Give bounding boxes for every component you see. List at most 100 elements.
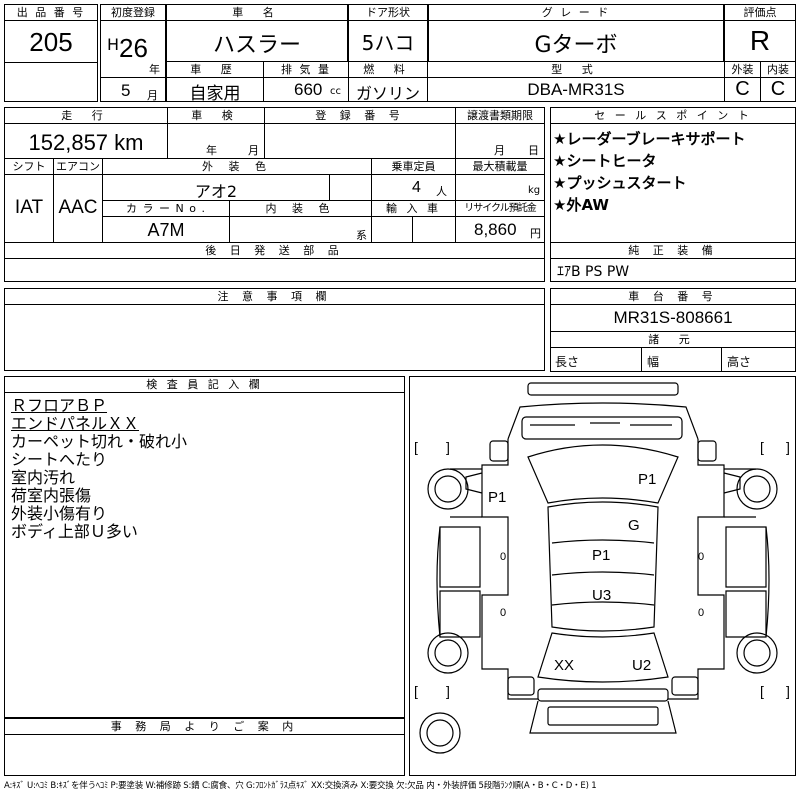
sales-point-item: ★プッシュスタート [553,174,687,192]
damage-xx: XX [554,657,575,674]
transfer-deadline-label: 譲渡書類期限 [456,108,544,124]
door-type-label: ドア形状 [349,5,427,21]
model-label: 型 式 [428,62,724,78]
model: DBA-MR31S [527,80,625,99]
door-type: 5ハコ [361,31,415,55]
bracket-left-2: [ [760,439,764,455]
damage-g: G [628,517,640,534]
left-body-side [481,439,538,700]
rear-left-light [507,676,535,696]
ac-box: エアコン AAC [53,158,103,243]
right-mirror [723,472,741,494]
recycle-unit: 円 [530,227,541,240]
inspector-note: カーペット切れ・破れ小 [11,432,188,451]
rear-right-wheel [736,632,778,674]
right-doors [724,468,767,638]
mileage-label: 走 行 [5,108,167,124]
car-diagram: [ ] [ ] [ ] [ ] P1 P1 G P1 U3 XX U2 0 0 … [409,376,796,776]
history-box: 車 歴 自家用 [166,61,264,102]
spec-length: 長さ [555,355,580,369]
bracket-left-4: [ [760,683,764,699]
interior-grade-label: 内装 [761,62,795,78]
inspector-box: 検 査 員 記 入 欄 ＲフロアＢＰ エンドパネルＸＸ カーペット切れ・破れ小 … [4,376,405,718]
transfer-month-unit: 月 [494,144,505,157]
grille-slats [530,422,672,426]
recycle-box: リサイクル預託金 8,860 円 [455,200,545,243]
inspector-note: ＲフロアＢＰ [11,396,108,415]
ac-label: エアコン [54,160,102,175]
history: 自家用 [189,84,241,102]
displacement-box: 排 気 量 660 cc [263,61,349,102]
bracket-left-3: [ [414,683,418,699]
transfer-deadline-box: 譲渡書類期限 月 日 [455,107,545,159]
displacement-label: 排 気 量 [264,62,348,78]
shift-box: シフト IAT [4,158,54,243]
inspector-note: シートへたり [11,450,108,469]
front-left-light [489,440,509,462]
front-right-light [697,440,717,462]
bracket-left-1: [ [414,439,418,455]
car-outline-svg [419,382,778,754]
equipment-label: 純 正 装 備 [551,243,795,259]
front-left-wheel [427,468,469,510]
damage-u3: U3 [592,587,612,604]
exterior-grade-box: 外装 C [724,61,761,102]
exterior-color-label: 外 装 色 [103,159,371,175]
inspector-note: エンドパネルＸＸ [11,414,140,433]
exterior-grade: C [735,78,750,100]
registration-month: 5 [121,81,131,100]
lot-number-box: 出 品 番 号 205 [4,4,98,102]
rear-left-wheel [427,632,469,674]
recycle-label: リサイクル預託金 [456,201,544,217]
registration-number-label: 登 録 番 号 [265,108,455,124]
car-name-label: 車 名 [167,5,347,21]
registration-month-unit: 月 [147,89,158,102]
first-registration-box: 初度登録 H 26 年 5 月 [100,4,166,102]
exterior-grade-label: 外装 [725,62,760,78]
grade-box: グ レ ー ド Gターボ [428,4,724,62]
max-load-unit: kg [528,185,541,196]
grade: Gターボ [534,33,618,58]
interior-grade-box: 内装 C [760,61,796,102]
inspector-note: 荷室内張傷 [11,486,92,505]
grade-label: グ レ ー ド [429,5,723,21]
exterior-color-box: 外 装 色 アオ2 [102,158,372,201]
interior-color-label: 内 装 色 [230,201,371,217]
notes-box: 注 意 事 項 欄 [4,288,545,371]
sales-point-item: ★レーダーブレーキサポート [553,130,746,148]
capacity-unit: 人 [436,185,447,198]
registration-year-unit: 年 [149,63,160,76]
sales-point-item: ★シートヒータ [553,152,657,170]
lot-number: 205 [29,27,73,57]
bracket-right-2: ] [786,439,790,455]
bracket-right-4: ] [786,683,790,699]
displacement: 660 [294,80,323,99]
sales-points-box: セ ー ル ス ポ イ ン ト ★レーダーブレーキサポート ★シートヒータ ★プ… [550,107,796,243]
equipment: ｴｱB PS PW [557,264,630,280]
max-load-box: 最大積載量 kg [455,158,545,201]
capacity-box: 乗車定員 4 人 [371,158,456,201]
inspector-note: ボディ上部Ｕ多い [11,522,138,541]
damage-p1-right: P1 [638,471,657,488]
fuel-label: 燃 料 [349,62,427,78]
spec-height: 高さ [727,355,752,369]
max-load-label: 最大積載量 [456,159,544,175]
zero-left-1: 0 [500,551,507,563]
sales-points-label: セ ー ル ス ポ イ ン ト [551,108,795,124]
inspection-box: 車 検 年 月 [167,107,265,159]
left-sill [436,526,441,638]
equipment-box: 純 正 装 備 ｴｱB PS PW [550,242,796,282]
chassis-label: 車 台 番 号 [551,289,795,305]
chassis-number: MR31S-808661 [613,308,733,327]
color-number: A7M [147,220,185,240]
rear-window [537,632,669,683]
notes-label: 注 意 事 項 欄 [5,289,544,305]
tailgate [529,700,677,734]
bracket-right-1: ] [446,439,450,455]
right-sill [765,526,770,638]
interior-grade: C [770,78,786,100]
inspector-label: 検 査 員 記 入 欄 [5,377,404,393]
import-label: 輸 入 車 [372,201,455,217]
shift-label: シフト [5,159,53,175]
right-body-side [668,439,725,700]
